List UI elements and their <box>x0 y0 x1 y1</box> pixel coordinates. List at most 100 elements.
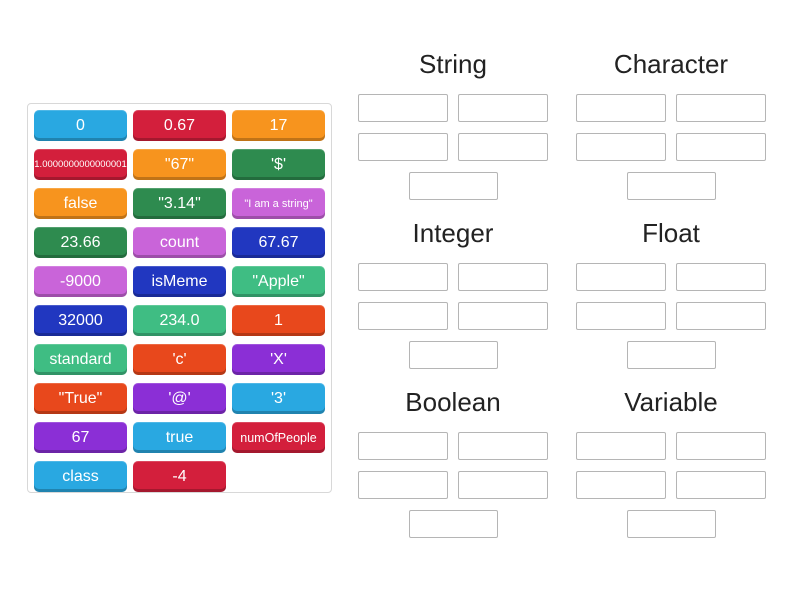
tile[interactable]: true <box>133 422 226 453</box>
tile-label: "I am a string" <box>244 197 313 210</box>
tile[interactable]: "True" <box>34 383 127 414</box>
tile[interactable]: 1 <box>232 305 325 336</box>
slot-grid <box>576 432 766 499</box>
drop-slot[interactable] <box>358 302 448 330</box>
drop-slot[interactable] <box>408 341 498 369</box>
slot-grid <box>576 94 766 161</box>
group-title: Float <box>642 218 700 248</box>
tile[interactable]: false <box>34 188 127 219</box>
tile[interactable]: -9000 <box>34 266 127 297</box>
tile-label: 'c' <box>172 350 187 368</box>
category-group: Variable <box>576 386 766 538</box>
tile-label: 17 <box>269 116 288 134</box>
slot-grid <box>576 263 766 330</box>
tile-label: count <box>159 233 200 251</box>
tile-label: '$' <box>270 155 286 173</box>
tile-label: 0 <box>76 116 85 134</box>
tile-label: "3.14" <box>158 194 201 212</box>
drop-slot[interactable] <box>358 263 448 291</box>
tile[interactable]: "I am a string" <box>232 188 325 219</box>
drop-slot[interactable] <box>676 471 766 499</box>
tile[interactable]: 23.66 <box>34 227 127 258</box>
group-title: Integer <box>412 218 494 248</box>
tile[interactable]: 'c' <box>133 344 226 375</box>
tile[interactable]: 17 <box>232 110 325 141</box>
tile-label: class <box>62 467 99 485</box>
drop-slot[interactable] <box>458 263 548 291</box>
tile[interactable]: standard <box>34 344 127 375</box>
category-group: Character <box>576 48 766 200</box>
tile[interactable]: class <box>34 461 127 492</box>
drop-slot[interactable] <box>458 302 548 330</box>
tile-label: 67 <box>71 428 90 446</box>
tile-label: standard <box>49 350 112 368</box>
tile[interactable]: "67" <box>133 149 226 180</box>
category-group: Float <box>576 217 766 369</box>
drop-slot[interactable] <box>576 302 666 330</box>
tile-label: "Apple" <box>252 272 305 290</box>
drop-slot[interactable] <box>458 432 548 460</box>
group-title: Variable <box>624 387 718 417</box>
drop-slot[interactable] <box>676 432 766 460</box>
tile[interactable]: 67.67 <box>232 227 325 258</box>
tile[interactable]: 'X' <box>232 344 325 375</box>
drop-slot[interactable] <box>626 172 716 200</box>
tile[interactable]: numOfPeople <box>232 422 325 453</box>
drop-slot[interactable] <box>626 341 716 369</box>
tile-label: 234.0 <box>159 311 200 329</box>
drop-slot[interactable] <box>358 432 448 460</box>
drop-slot[interactable] <box>676 133 766 161</box>
tile-label: "True" <box>58 389 103 407</box>
drop-slot[interactable] <box>576 471 666 499</box>
tile[interactable]: 234.0 <box>133 305 226 336</box>
tile-label: "67" <box>164 155 195 173</box>
drop-slot[interactable] <box>576 432 666 460</box>
tile[interactable]: '3' <box>232 383 325 414</box>
drop-slot[interactable] <box>458 133 548 161</box>
drop-slot[interactable] <box>626 510 716 538</box>
tile-tray: 0 0.67 17 1.0000000000000001 "67" '$' fa… <box>27 103 332 493</box>
tile[interactable]: '$' <box>232 149 325 180</box>
tile-label: true <box>165 428 194 446</box>
group-title: String <box>419 49 487 79</box>
tile[interactable]: '@' <box>133 383 226 414</box>
tile-label: 0.67 <box>163 116 196 134</box>
tile-label: 'X' <box>270 350 287 368</box>
tile[interactable]: "Apple" <box>232 266 325 297</box>
tile[interactable]: count <box>133 227 226 258</box>
tile-label: 1 <box>274 311 283 329</box>
drop-slot[interactable] <box>676 263 766 291</box>
drop-slot[interactable] <box>576 133 666 161</box>
drop-slot[interactable] <box>358 471 448 499</box>
tile[interactable]: isMeme <box>133 266 226 297</box>
drop-slot[interactable] <box>576 94 666 122</box>
tile-label: '3' <box>270 389 286 407</box>
drop-slot[interactable] <box>358 133 448 161</box>
tile[interactable]: 0.67 <box>133 110 226 141</box>
drop-slot[interactable] <box>358 94 448 122</box>
tile-label: -4 <box>172 467 187 485</box>
tile-label: isMeme <box>151 272 208 290</box>
drop-slot[interactable] <box>458 94 548 122</box>
tile[interactable]: 0 <box>34 110 127 141</box>
slot-grid <box>358 263 548 330</box>
group-title: Character <box>613 49 729 79</box>
tile-label: 1.0000000000000001 <box>34 159 127 170</box>
drop-slot[interactable] <box>676 302 766 330</box>
drop-slot[interactable] <box>408 172 498 200</box>
tile[interactable]: 1.0000000000000001 <box>34 149 127 180</box>
tile[interactable]: -4 <box>133 461 226 492</box>
tile[interactable]: 32000 <box>34 305 127 336</box>
tile[interactable]: "3.14" <box>133 188 226 219</box>
slot-grid <box>358 94 548 161</box>
drop-slot[interactable] <box>576 263 666 291</box>
drop-slot[interactable] <box>408 510 498 538</box>
slot-grid <box>358 432 548 499</box>
category-group: String <box>358 48 548 200</box>
group-title: Boolean <box>405 387 501 417</box>
drop-slot[interactable] <box>676 94 766 122</box>
drop-slot[interactable] <box>458 471 548 499</box>
tile-label: numOfPeople <box>240 430 317 445</box>
tile[interactable]: 67 <box>34 422 127 453</box>
